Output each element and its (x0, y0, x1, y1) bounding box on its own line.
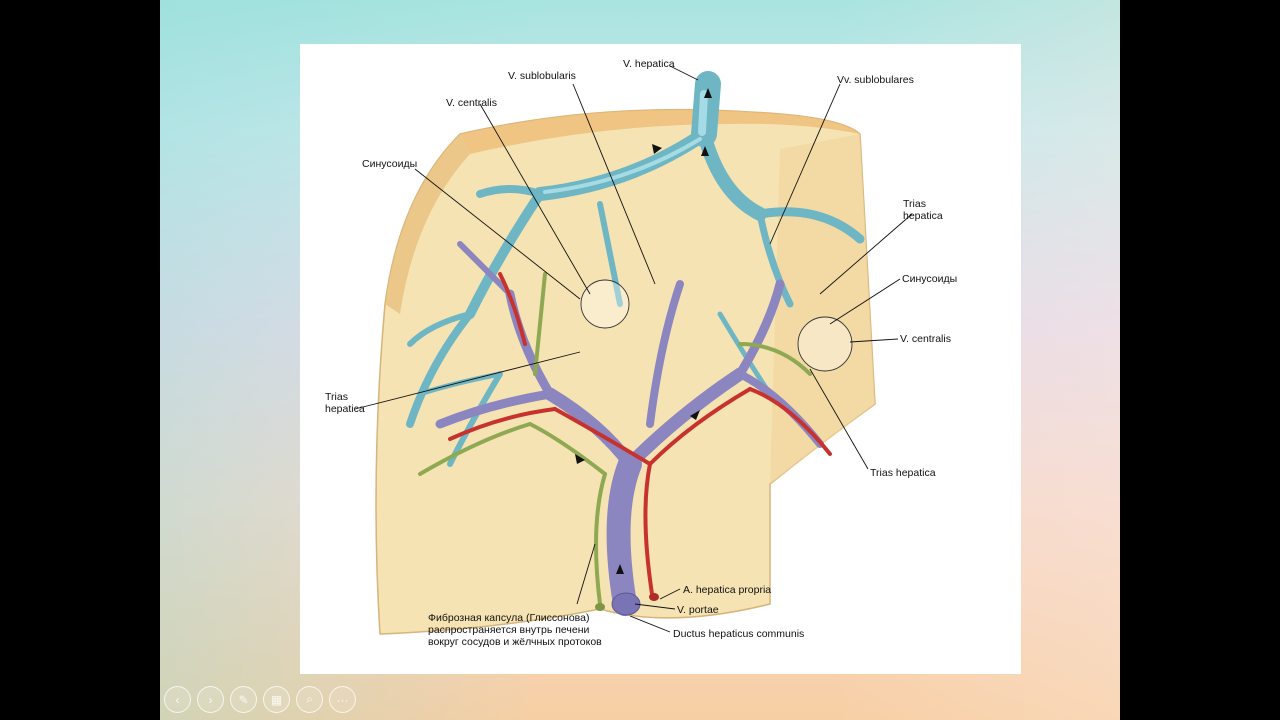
previous-slide-button[interactable]: ‹ (164, 686, 191, 713)
letterbox-left (0, 0, 160, 720)
label-ductus-hepaticus-communis: Ductus hepaticus communis (673, 628, 805, 640)
artery-cut-end (649, 593, 659, 601)
pen-tool-button[interactable]: ✎ (230, 686, 257, 713)
slides-icon: ▦ (270, 692, 283, 707)
label-v-hepatica: V. hepatica (623, 58, 675, 70)
more-icon: ··· (336, 692, 349, 707)
lobule-left (580, 279, 630, 329)
label-v-centralis-right: V. centralis (900, 333, 951, 345)
hepatic-vein-highlight (543, 90, 708, 194)
label-v-centralis-top: V. centralis (446, 97, 497, 109)
zoom-button[interactable]: ⌕ (296, 686, 323, 713)
leader-lines (354, 65, 913, 633)
lobule-right (797, 316, 853, 372)
label-fibrous-capsule-note: Фиброзная капсула (Глиссонова) распростр… (428, 612, 602, 648)
arrow-right-icon: › (208, 692, 213, 707)
liver-diagram: V. hepatica V. sublobularis Vv. sublobul… (300, 44, 1021, 674)
arrow-left-icon: ‹ (175, 692, 180, 707)
more-options-button[interactable]: ··· (329, 686, 356, 713)
slideshow-controls: ‹ › ✎ ▦ ⌕ ··· (164, 686, 356, 714)
label-trias-hepatica-left: Trias hepatica (325, 391, 365, 415)
label-a-hepatica-propria: A. hepatica propria (683, 584, 772, 596)
label-trias-hepatica-right-top: Trias hepatica (903, 198, 943, 222)
portal-vein-cut-end (611, 592, 641, 616)
next-slide-button[interactable]: › (197, 686, 224, 713)
label-sinusoidy-right: Синусоиды (902, 273, 958, 285)
see-all-slides-button[interactable]: ▦ (263, 686, 290, 713)
label-v-portae: V. portae (677, 604, 719, 616)
label-v-sublobularis: V. sublobularis (508, 70, 576, 82)
magnifier-icon: ⌕ (306, 692, 313, 706)
liver-left-edge (385, 134, 470, 314)
label-sinusoidy-left: Синусоиды (362, 158, 418, 170)
letterbox-right (1120, 0, 1280, 720)
liver-side-face (770, 134, 875, 484)
pen-icon: ✎ (238, 692, 249, 707)
label-trias-hepatica-right-bottom: Trias hepatica (870, 467, 936, 479)
liver-illustration (354, 65, 913, 635)
label-vv-sublobulares: Vv. sublobulares (837, 74, 914, 86)
bile-duct-cut-end (595, 603, 605, 611)
liver-top-face (460, 109, 860, 154)
slide: V. hepatica V. sublobularis Vv. sublobul… (160, 0, 1120, 720)
flow-arrows (575, 88, 712, 574)
hepatic-artery-tree (448, 272, 832, 596)
